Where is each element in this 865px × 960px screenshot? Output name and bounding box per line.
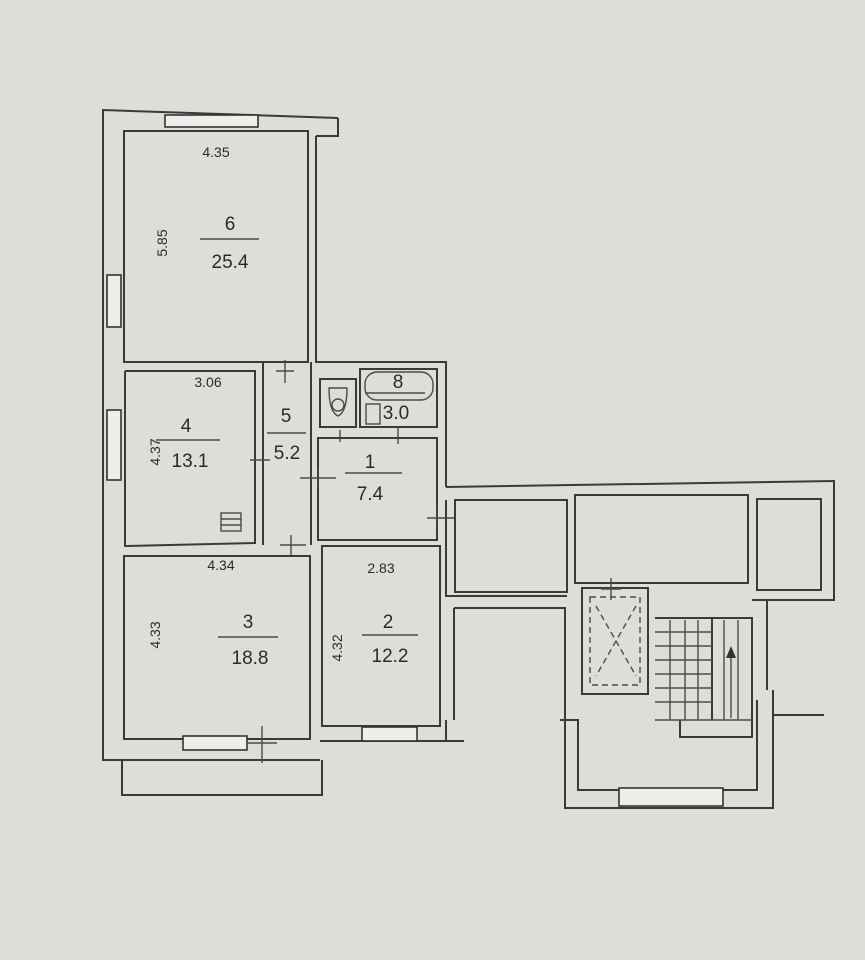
- sink-icon: [365, 403, 381, 425]
- room-7-bathroom: [319, 378, 357, 428]
- stairs-arrow-icon: [726, 646, 736, 658]
- room-1-area: 7.4: [357, 484, 384, 505]
- stairwell-block: [445, 479, 835, 809]
- room-6-width-dimension: 4.35: [202, 144, 229, 160]
- room-6-length-dimension: 5.85: [154, 229, 170, 256]
- elevator-shaft-icon: [581, 578, 649, 695]
- room-8-number: 8: [393, 372, 404, 393]
- window-room-2: [361, 726, 418, 742]
- room-3-area: 18.8: [232, 648, 269, 669]
- window-room-6-left: [106, 274, 122, 328]
- room-2-length-dimension: 4.32: [329, 634, 345, 661]
- room-4-number: 4: [181, 416, 192, 437]
- window-room-3: [182, 735, 248, 751]
- room-4-length-dimension: 4.37: [147, 438, 163, 465]
- room-6-area: 25.4: [212, 252, 249, 273]
- window-stairwell: [618, 787, 724, 807]
- room-3-length-dimension: 4.33: [147, 621, 163, 648]
- room-8-outline: [359, 368, 438, 428]
- window-room-4-left: [106, 409, 122, 481]
- balcony: [121, 760, 323, 796]
- room-1-outline: [317, 437, 438, 541]
- window-room-6-top: [164, 114, 259, 128]
- room-4-width-dimension: 3.06: [194, 374, 221, 390]
- room-4-stove: [220, 512, 242, 532]
- room-5-number: 5: [281, 406, 292, 427]
- room-6-outline: [123, 130, 309, 363]
- room-2-width-dimension: 2.83: [367, 560, 394, 576]
- room-2-number: 2: [383, 612, 394, 633]
- room-5-area: 5.2: [274, 443, 300, 464]
- room-6-number: 6: [225, 214, 236, 235]
- room-5-outline: [250, 360, 312, 556]
- room-4-outline: [124, 370, 256, 548]
- bathtub-icon: [364, 371, 434, 401]
- room-1-number: 1: [365, 452, 376, 473]
- room-2-area: 12.2: [372, 646, 409, 667]
- toilet-bowl-icon: [331, 398, 345, 412]
- room-3-width-dimension: 4.34: [207, 557, 234, 573]
- toilet-icon: [328, 387, 348, 417]
- stairs-icon: [655, 617, 753, 738]
- room-4-area: 13.1: [172, 451, 209, 472]
- room-3-number: 3: [243, 612, 254, 633]
- room-2-outline: [321, 545, 441, 727]
- room-8-area: 3.0: [383, 403, 409, 424]
